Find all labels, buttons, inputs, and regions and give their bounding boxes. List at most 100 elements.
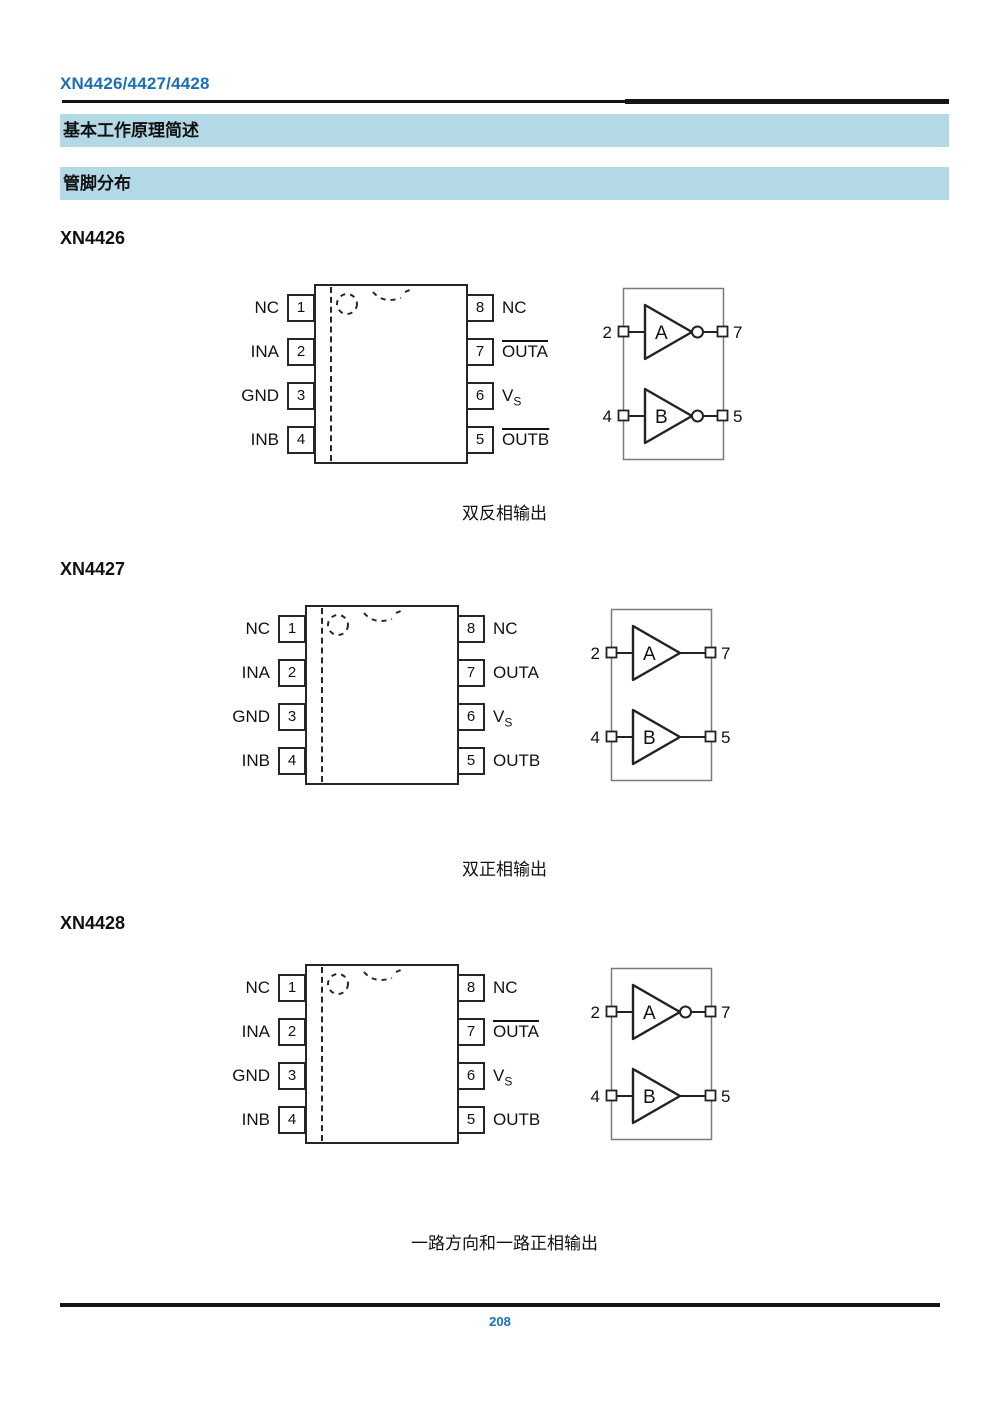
pin-7: 7 <box>457 659 485 687</box>
pinout-row: NC INA GND INB 1 2 3 4 8 <box>226 603 949 787</box>
pin-2: 2 <box>278 1018 306 1046</box>
pin-label: GND <box>241 386 279 405</box>
output-pin-number: 7 <box>721 644 730 663</box>
inverter-bubble <box>691 409 704 423</box>
gate-name: A <box>643 1003 656 1024</box>
pin-label: NC <box>245 978 270 997</box>
dashed-arc <box>363 612 393 622</box>
logic-box <box>610 608 713 782</box>
dashed-tick <box>395 609 404 614</box>
diagram-caption: 一路方向和一路正相输出 <box>411 1234 598 1253</box>
gate-triangle <box>631 983 682 1041</box>
pin-3: 3 <box>278 703 306 731</box>
logic-box <box>622 287 725 461</box>
chip-model-title: XN4426 <box>60 228 126 248</box>
chip-model-title: XN4427 <box>60 559 126 579</box>
pin-label: OUTA <box>493 663 539 682</box>
pin-label: INB <box>241 751 270 770</box>
section-xn4427: XN4427 NC INA GND INB 1 2 3 <box>60 524 949 880</box>
gate-triangle <box>631 1067 682 1125</box>
output-pad <box>704 1005 717 1018</box>
pin-label: NC <box>493 978 518 997</box>
pin-4: 4 <box>278 747 306 775</box>
input-pad <box>617 409 630 422</box>
pin-label: OUTB <box>502 430 550 449</box>
chip-package-diagram: NC INA GND INB 1 2 3 4 8 <box>235 282 560 466</box>
input-pad <box>605 1005 618 1018</box>
pin-5: 5 <box>457 1106 485 1134</box>
output-pin-number: 5 <box>733 407 742 426</box>
section-xn4426: XN4426 NC INA GND INB 1 2 3 <box>60 200 949 524</box>
logic-function-diagram: A 2 7 B 4 5 <box>591 608 730 782</box>
pin-6: 6 <box>457 1062 485 1090</box>
chip-inner-dashed-line <box>330 287 332 461</box>
gate-b: B 4 5 <box>603 387 742 445</box>
banner-working-principle: 基本工作原理简述 <box>60 114 949 147</box>
output-pad <box>704 730 717 743</box>
pin-label: NC <box>245 619 270 638</box>
logic-function-diagram: A 2 7 B 4 5 <box>591 967 730 1141</box>
dashed-tick <box>404 288 413 293</box>
chip-body <box>305 964 459 1144</box>
pin-label: VS <box>493 707 513 730</box>
input-pin-number: 2 <box>603 323 612 342</box>
chip-inner-dashed-line <box>321 608 323 782</box>
pin-5: 5 <box>457 747 485 775</box>
inverter-bubble <box>679 1005 692 1019</box>
pin-label: INA <box>241 1022 270 1041</box>
pin-label: INA <box>250 342 279 361</box>
pin-6: 6 <box>457 703 485 731</box>
pinout-row: NC INA GND INB 1 2 3 4 8 <box>226 962 949 1146</box>
pin-8: 8 <box>457 974 485 1002</box>
pin-label: NC <box>493 619 518 638</box>
header-rule <box>60 99 949 105</box>
pin-7: 7 <box>457 1018 485 1046</box>
pin-4: 4 <box>287 426 315 454</box>
output-pad <box>704 1089 717 1102</box>
pin-3: 3 <box>278 1062 306 1090</box>
page-content: XN4426/4427/4428 基本工作原理简述 管脚分布 XN4426 NC… <box>60 74 949 1253</box>
dashed-tick <box>395 968 404 973</box>
page-footer: 208 <box>60 1303 940 1329</box>
gate-name: A <box>643 644 656 665</box>
pin1-dashed-circle <box>336 293 358 315</box>
header-rule-thin <box>62 100 937 103</box>
input-pin-number: 4 <box>591 728 600 747</box>
pin-label: OUTA <box>493 1022 539 1041</box>
input-pad <box>605 1089 618 1102</box>
gate-name: B <box>643 728 656 749</box>
diagram-caption: 双正相输出 <box>462 860 547 879</box>
pin1-dashed-circle <box>327 614 349 636</box>
pinout-row: NC INA GND INB 1 2 3 4 8 <box>235 282 949 466</box>
gate-triangle <box>631 708 682 766</box>
output-pad <box>716 409 729 422</box>
pin1-indicator-marks <box>327 609 404 636</box>
output-pin-number: 7 <box>733 323 742 342</box>
pin-label: VS <box>493 1066 513 1089</box>
input-pin-number: 4 <box>591 1087 600 1106</box>
chip-model-title: XN4428 <box>60 913 126 933</box>
pin1-dashed-circle <box>327 973 349 995</box>
chip-package-diagram: NC INA GND INB 1 2 3 4 8 <box>226 603 551 787</box>
gate-triangle <box>643 387 694 445</box>
gate-name: B <box>643 1087 656 1108</box>
pin-label: GND <box>232 707 270 726</box>
input-pad <box>605 646 618 659</box>
gate-triangle <box>631 624 682 682</box>
output-pad <box>704 646 717 659</box>
gate-name: B <box>655 407 668 428</box>
output-pin-number: 5 <box>721 728 730 747</box>
page-number: 208 <box>489 1314 511 1329</box>
pin-label: INA <box>241 663 270 682</box>
doc-title: XN4426/4427/4428 <box>60 74 210 93</box>
gate-b: B 4 5 <box>591 708 730 766</box>
gate-name: A <box>655 323 668 344</box>
dashed-arc <box>363 971 393 981</box>
pin-8: 8 <box>457 615 485 643</box>
input-pad <box>605 730 618 743</box>
chip-body <box>305 605 459 785</box>
logic-box <box>610 967 713 1141</box>
pin-label: OUTB <box>493 751 541 770</box>
gate-a: A 2 7 <box>591 983 730 1041</box>
